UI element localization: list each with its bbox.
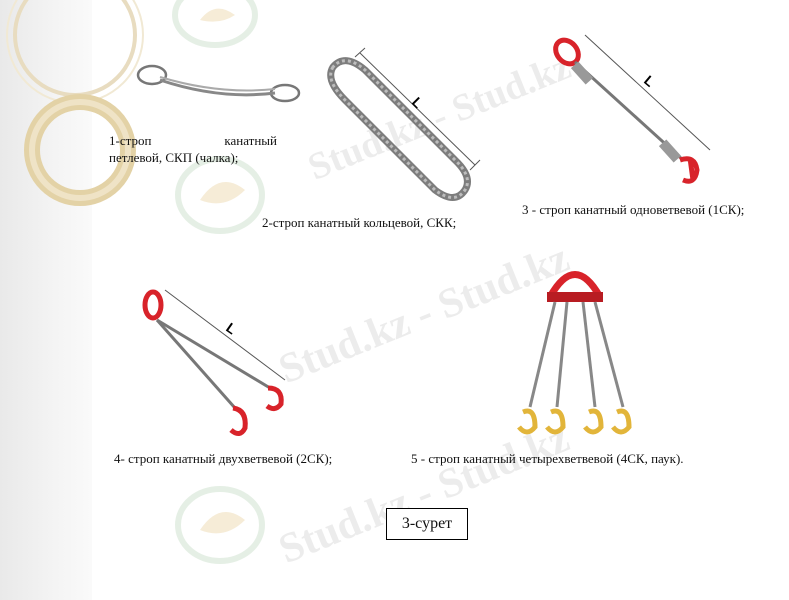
leaf-logo-watermark-icon (175, 486, 265, 564)
figure-label: 3-сурет (386, 508, 468, 540)
caption-1-word-2: канатный (224, 133, 277, 148)
sling-two-leg-image: L (142, 289, 286, 436)
leaf-logo-watermark-icon (172, 0, 258, 48)
caption-1: 1-строп канатный петлевой, СКП (чалка); (109, 132, 277, 166)
dimension-label: L (223, 319, 240, 337)
caption-1-line-2: петлевой, СКП (чалка); (109, 150, 239, 165)
caption-5: 5 - строп канатный четырехветвевой (4СК,… (411, 451, 684, 466)
caption-1-word-1: 1-строп (109, 133, 152, 148)
ring-decoration-icon (6, 0, 144, 206)
sling-ring-image: L (327, 47, 481, 201)
sling-loop-image (136, 64, 301, 103)
caption-2: 2-строп канатный кольцевой, СКК; (262, 215, 457, 230)
sling-single-leg-image: L (553, 34, 711, 184)
caption-3: 3 - строп канатный одноветвевой (1СК); (522, 202, 745, 217)
dimension-label: L (641, 72, 658, 90)
caption-4: 4- строп канатный двухветвевой (2СК); (114, 451, 333, 466)
leaf-logo-watermark-icon (175, 156, 265, 234)
sling-four-leg-image (517, 271, 632, 435)
